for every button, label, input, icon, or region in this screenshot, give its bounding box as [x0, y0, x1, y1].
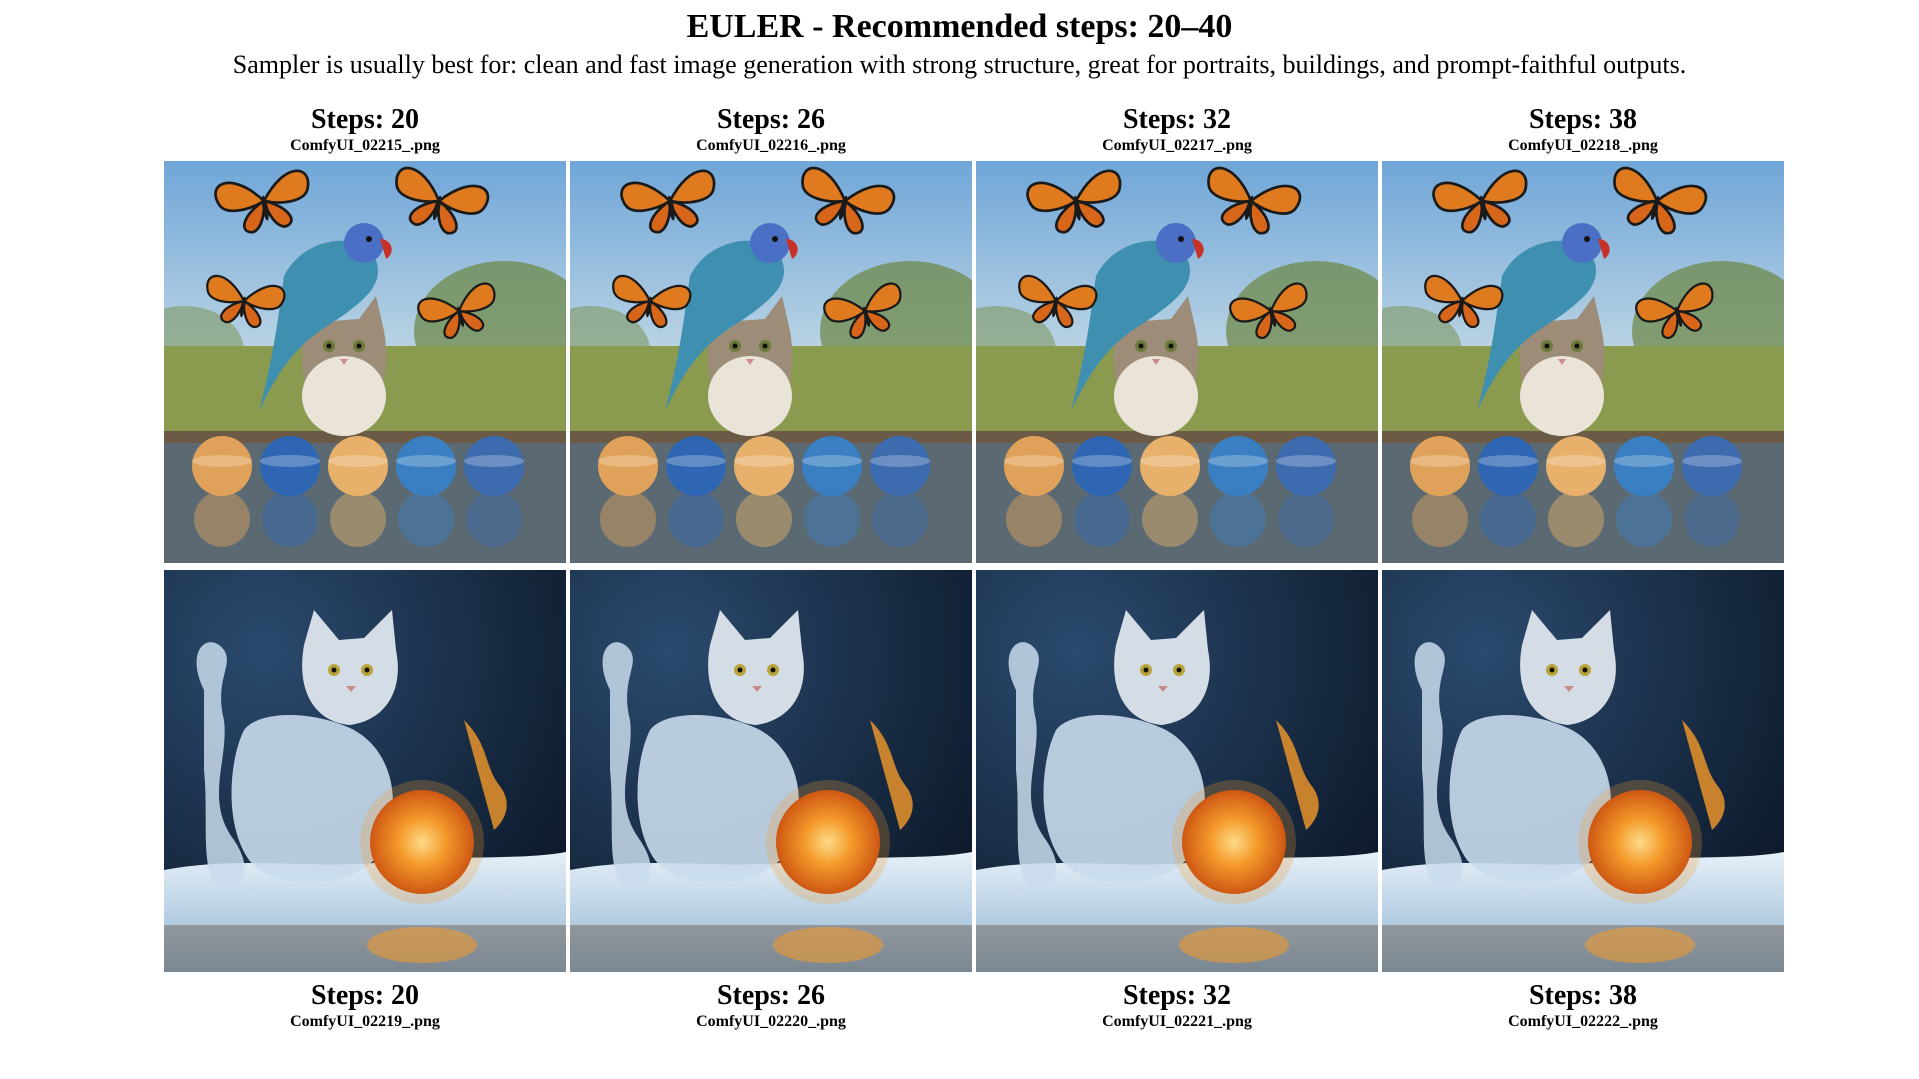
planet-sphere-icon [1004, 436, 1064, 547]
caption-bottom-3: Steps: 32 ComfyUI_02221_.png [976, 980, 1378, 1032]
caption-bottom-2: Steps: 26 ComfyUI_02220_.png [570, 980, 972, 1032]
planet-sphere-icon [1614, 436, 1674, 547]
butterfly-icon [1424, 274, 1504, 329]
butterfly-icon [1635, 282, 1714, 339]
planet-sphere-icon [666, 436, 726, 547]
butterfly-icon [206, 274, 286, 329]
butterfly-icon [612, 274, 692, 329]
image-tile-parrot-cat[interactable] [164, 161, 566, 563]
butterfly-icon [1613, 166, 1708, 235]
file-name: ComfyUI_02221_.png [1102, 1013, 1252, 1030]
butterfly-icon [214, 169, 310, 234]
steps-label: Steps: 32 [1122, 104, 1232, 135]
file-name: ComfyUI_02218_.png [1508, 137, 1658, 154]
caption-top-2: Steps: 26 ComfyUI_02216_.png [570, 104, 972, 156]
fire-ball-icon [766, 720, 913, 963]
caption-top-4: Steps: 38 ComfyUI_02218_.png [1382, 104, 1784, 156]
caption-top-1: Steps: 20 ComfyUI_02215_.png [164, 104, 566, 156]
ice-cat-icon [602, 610, 804, 889]
parrot-icon [1071, 223, 1204, 411]
ice-cat-icon [196, 610, 398, 889]
planet-sphere-icon [1140, 436, 1200, 547]
butterfly-icon [1207, 166, 1302, 235]
file-name: ComfyUI_02220_.png [696, 1013, 846, 1030]
butterfly-icon [801, 166, 896, 235]
steps-label: Steps: 38 [1528, 980, 1638, 1011]
steps-label: Steps: 26 [716, 980, 826, 1011]
steps-label: Steps: 20 [310, 104, 420, 135]
planet-sphere-icon [1478, 436, 1538, 547]
planet-sphere-icon [870, 436, 930, 547]
steps-label: Steps: 20 [310, 980, 420, 1011]
steps-label: Steps: 26 [716, 104, 826, 135]
steps-label: Steps: 32 [1122, 980, 1232, 1011]
fire-ball-icon [1578, 720, 1725, 963]
file-name: ComfyUI_02222_.png [1508, 1013, 1658, 1030]
planet-sphere-icon [598, 436, 658, 547]
parrot-icon [259, 223, 392, 411]
caption-bottom-1: Steps: 20 ComfyUI_02219_.png [164, 980, 566, 1032]
image-tile-parrot-cat[interactable] [1382, 161, 1784, 563]
parrot-icon [1477, 223, 1610, 411]
butterfly-icon [1432, 169, 1528, 234]
butterfly-icon [620, 169, 716, 234]
page-title: EULER - Recommended steps: 20–40 [686, 8, 1233, 45]
page-subtitle: Sampler is usually best for: clean and f… [232, 50, 1687, 79]
planet-sphere-icon [1072, 436, 1132, 547]
caption-top-3: Steps: 32 ComfyUI_02217_.png [976, 104, 1378, 156]
file-name: ComfyUI_02217_.png [1102, 137, 1252, 154]
planet-sphere-icon [260, 436, 320, 547]
file-name: ComfyUI_02215_.png [290, 137, 440, 154]
fire-ball-icon [360, 720, 507, 963]
planet-sphere-icon [1276, 436, 1336, 547]
butterfly-icon [395, 166, 490, 235]
ice-cat-icon [1414, 610, 1616, 889]
butterfly-icon [417, 282, 496, 339]
butterfly-icon [1026, 169, 1122, 234]
caption-bottom-4: Steps: 38 ComfyUI_02222_.png [1382, 980, 1784, 1032]
butterfly-icon [1018, 274, 1098, 329]
planet-sphere-icon [1410, 436, 1470, 547]
file-name: ComfyUI_02219_.png [290, 1013, 440, 1030]
fire-ball-icon [1172, 720, 1319, 963]
image-tile-ice-cat[interactable] [976, 570, 1378, 972]
file-name: ComfyUI_02216_.png [696, 137, 846, 154]
image-tile-parrot-cat[interactable] [976, 161, 1378, 563]
ice-cat-icon [1008, 610, 1210, 889]
image-tile-ice-cat[interactable] [1382, 570, 1784, 972]
butterfly-icon [823, 282, 902, 339]
planet-sphere-icon [192, 436, 252, 547]
planet-sphere-icon [1546, 436, 1606, 547]
image-tile-ice-cat[interactable] [164, 570, 566, 972]
planet-sphere-icon [1682, 436, 1742, 547]
planet-sphere-icon [802, 436, 862, 547]
steps-label: Steps: 38 [1528, 104, 1638, 135]
image-tile-ice-cat[interactable] [570, 570, 972, 972]
image-tile-parrot-cat[interactable] [570, 161, 972, 563]
planet-sphere-icon [396, 436, 456, 547]
planet-sphere-icon [1208, 436, 1268, 547]
butterfly-icon [1229, 282, 1308, 339]
parrot-icon [665, 223, 798, 411]
planet-sphere-icon [734, 436, 794, 547]
planet-sphere-icon [328, 436, 388, 547]
planet-sphere-icon [464, 436, 524, 547]
